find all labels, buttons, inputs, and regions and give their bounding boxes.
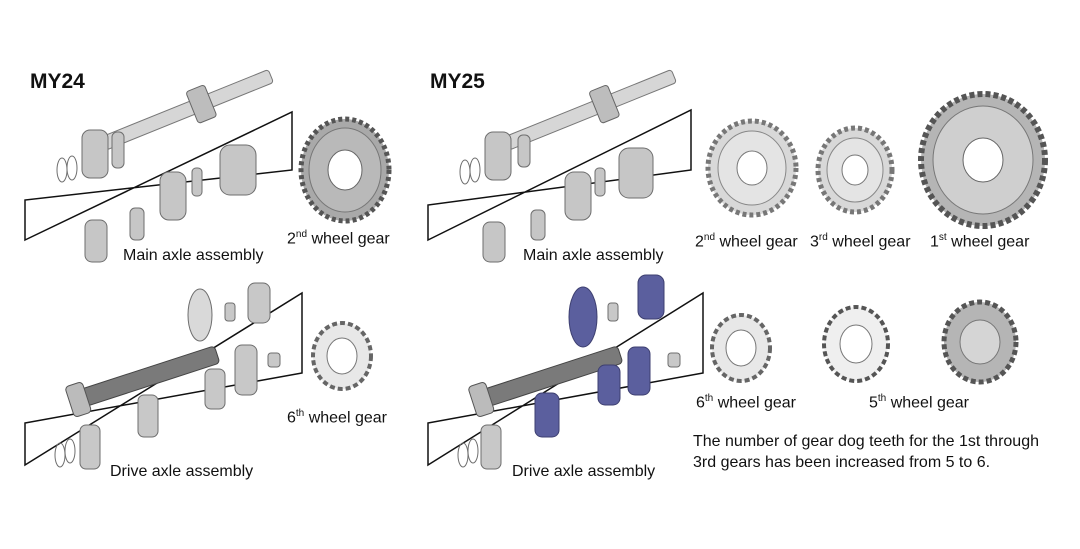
- my25-main-axle-label: Main axle assembly: [523, 247, 664, 264]
- my25-drive-axle-label: Drive axle assembly: [512, 463, 656, 480]
- my25-drive-axle-assembly-drawing: [427, 274, 704, 470]
- my25-heading: MY25: [430, 70, 485, 93]
- my24-6th-wheel-gear-label: 6th wheel gear: [287, 408, 387, 427]
- my25-5th-wheel-gear-drawing-b: [941, 299, 1019, 385]
- my25-5th-wheel-gear-drawing-a: [822, 305, 890, 383]
- my25-6th-wheel-gear-drawing: [710, 313, 772, 383]
- my24-2nd-wheel-gear-drawing: [298, 116, 392, 224]
- my24-2nd-wheel-gear-label: 2nd wheel gear: [287, 229, 390, 248]
- my25-main-axle-assembly-drawing: [427, 69, 692, 263]
- my24-main-axle-assembly-drawing: [24, 69, 293, 263]
- my25-3rd-wheel-gear-label: 3rd wheel gear: [810, 232, 911, 251]
- my25-1st-wheel-gear-drawing: [918, 91, 1048, 229]
- my24-heading: MY24: [30, 70, 85, 93]
- my25-2nd-wheel-gear-drawing: [705, 118, 799, 218]
- my24-drive-axle-assembly-drawing: [24, 282, 303, 470]
- my24-drive-axle-label: Drive axle assembly: [110, 463, 254, 480]
- my25-5th-wheel-gear-label: 5th wheel gear: [869, 393, 969, 412]
- my25-change-note: The number of gear dog teeth for the 1st…: [693, 433, 1039, 471]
- my25-6th-wheel-gear-label: 6th wheel gear: [696, 393, 796, 412]
- my25-2nd-wheel-gear-label: 2nd wheel gear: [695, 232, 798, 251]
- my24-main-axle-label: Main axle assembly: [123, 247, 264, 264]
- my25-1st-wheel-gear-label: 1st wheel gear: [930, 232, 1030, 251]
- my24-6th-wheel-gear-drawing: [311, 321, 373, 391]
- my25-3rd-wheel-gear-drawing: [815, 125, 895, 215]
